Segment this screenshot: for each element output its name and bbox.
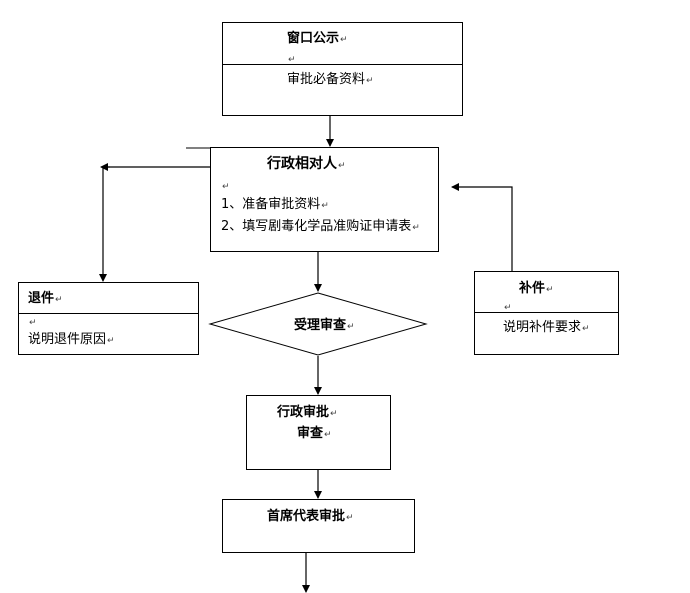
supplement-blank-row: ↵: [503, 299, 512, 316]
admin-review-box: 行政审批↵ 审查↵: [246, 395, 391, 470]
paragraph-mark-icon: ↵: [546, 285, 554, 295]
window-box-title-row: 窗口公示↵: [287, 31, 348, 48]
supplement-body: 说明补件要求: [503, 320, 582, 335]
paragraph-mark-icon: ↵: [347, 322, 355, 332]
window-box-body: 审批必备资料: [287, 72, 366, 87]
supplement-title-row: 补件↵: [519, 281, 554, 298]
applicant-item-1: 1、准备审批资料↵: [221, 197, 329, 214]
applicant-item-2: 2、填写剧毒化学品准购证申请表↵: [221, 219, 420, 236]
applicant-box: 行政相对人↵ ↵ 1、准备审批资料↵ 2、填写剧毒化学品准购证申请表↵: [210, 147, 439, 252]
paragraph-mark-icon: ↵: [288, 55, 296, 65]
reject-title: 退件: [28, 291, 55, 306]
reject-divider: [19, 313, 198, 314]
admin-line-1-row: 行政审批↵: [277, 405, 338, 422]
paragraph-mark-icon: ↵: [107, 336, 115, 346]
applicant-title: 行政相对人: [267, 156, 337, 172]
paragraph-mark-icon: ↵: [340, 35, 348, 45]
reject-body: 说明退件原因: [28, 332, 107, 347]
reject-blank-row: ↵: [28, 314, 37, 331]
paragraph-mark-icon: ↵: [321, 201, 329, 211]
supplement-title: 补件: [519, 281, 546, 296]
paragraph-mark-icon: ↵: [366, 76, 374, 86]
paragraph-mark-icon: ↵: [582, 324, 590, 334]
reject-box: 退件↵ ↵ 说明退件原因↵: [18, 282, 199, 355]
paragraph-mark-icon: ↵: [338, 161, 346, 171]
applicant-item-1-text: 1、准备审批资料: [221, 197, 321, 212]
window-box-body-row: 审批必备资料↵: [287, 72, 374, 89]
review-diamond-shape: [208, 292, 428, 356]
applicant-blank-row: ↵: [221, 178, 230, 195]
paragraph-mark-icon: ↵: [330, 409, 338, 419]
paragraph-mark-icon: ↵: [346, 513, 354, 523]
paragraph-mark-icon: ↵: [412, 223, 420, 233]
reject-body-row: 说明退件原因↵: [28, 332, 115, 349]
review-diamond-label: 受理审查↵: [294, 314, 355, 333]
supplement-box: 补件↵ ↵ 说明补件要求↵: [474, 271, 619, 355]
paragraph-mark-icon: ↵: [29, 318, 37, 328]
window-box-title: 窗口公示: [287, 31, 340, 46]
applicant-item-2-text: 2、填写剧毒化学品准购证申请表: [221, 219, 412, 234]
review-label: 受理审查: [294, 318, 347, 333]
arrow-supplement-to-applicant: [451, 183, 513, 271]
reject-title-row: 退件↵: [28, 291, 63, 308]
window-box-blank-row: ↵: [287, 51, 296, 68]
applicant-title-row: 行政相对人↵: [267, 156, 346, 174]
window-box-divider: [223, 64, 462, 65]
window-publicity-box: 窗口公示↵ ↵ 审批必备资料↵: [222, 22, 463, 116]
chief-title: 首席代表审批: [267, 509, 346, 524]
admin-line-2: 审查: [297, 426, 324, 441]
paragraph-mark-icon: ↵: [504, 303, 512, 313]
paragraph-mark-icon: ↵: [55, 295, 63, 305]
paragraph-mark-icon: ↵: [222, 182, 230, 192]
supplement-divider: [475, 312, 618, 313]
admin-line-1: 行政审批: [277, 405, 330, 420]
chief-title-row: 首席代表审批↵: [267, 509, 354, 526]
paragraph-mark-icon: ↵: [324, 430, 332, 440]
chief-approval-box: 首席代表审批↵: [222, 499, 415, 553]
supplement-body-row: 说明补件要求↵: [503, 320, 590, 337]
admin-line-2-row: 审查↵: [297, 426, 332, 443]
arrow-applicant-to-reject: [99, 166, 210, 282]
